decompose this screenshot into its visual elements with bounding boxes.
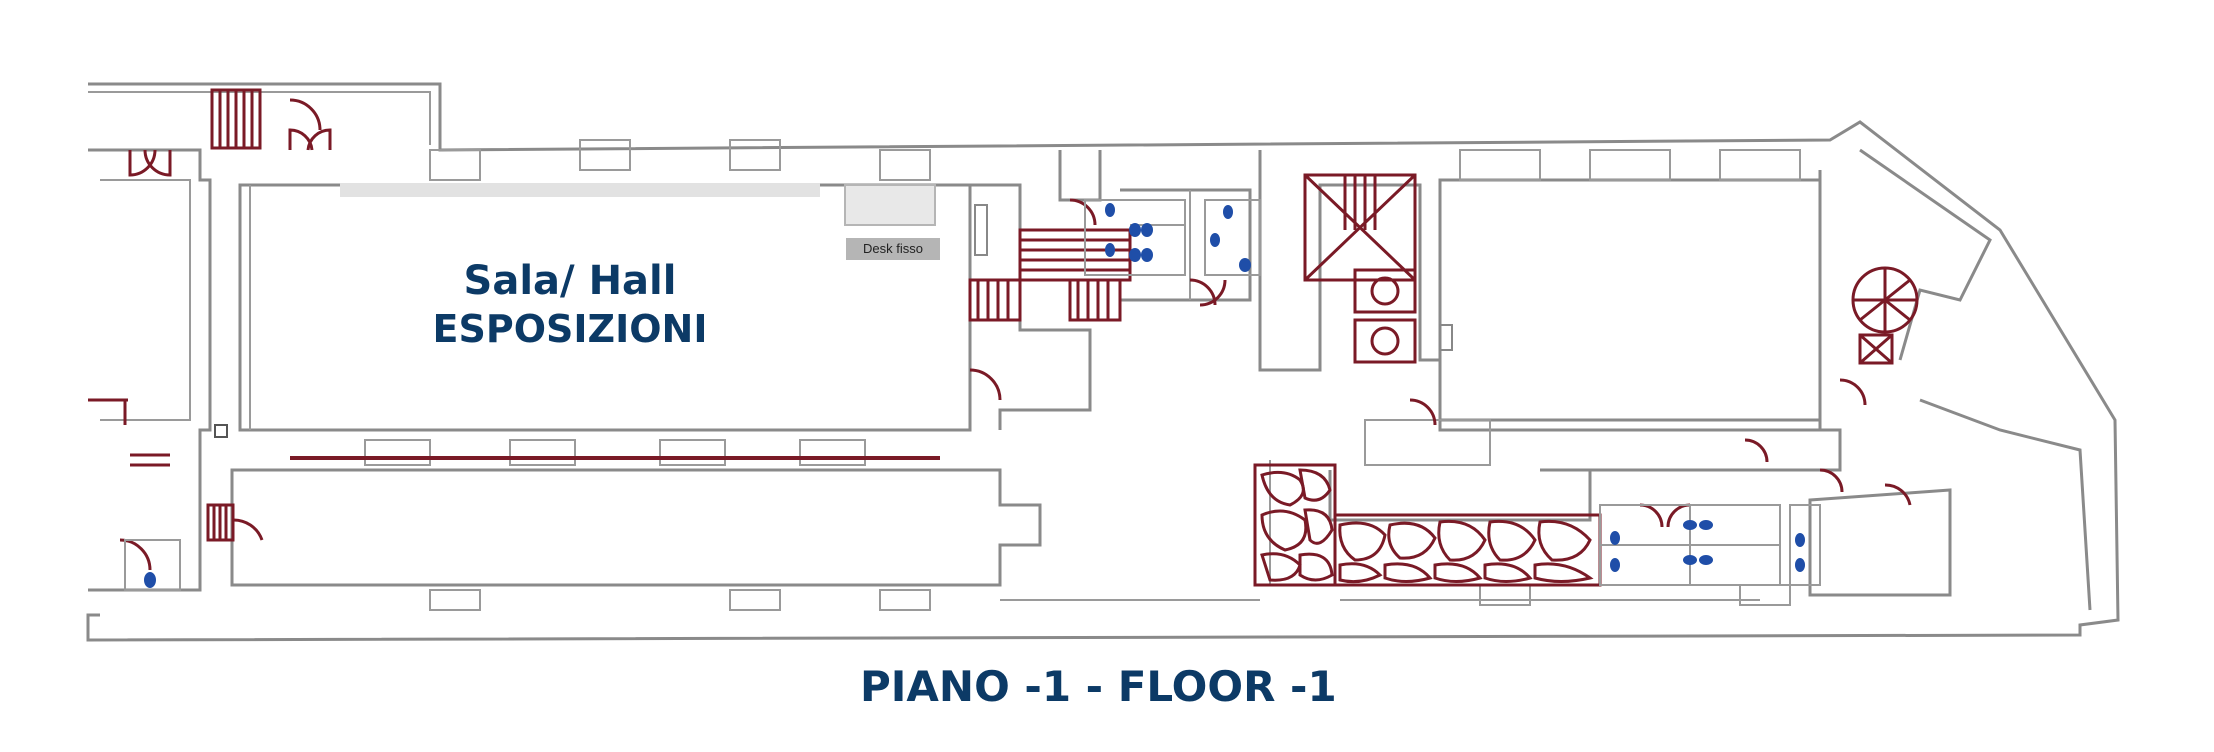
staircase-icon bbox=[1303, 173, 1417, 282]
window-bays bbox=[364, 139, 1801, 611]
wall-niche bbox=[974, 204, 988, 256]
hall-label-line1: Sala/ Hall bbox=[463, 258, 677, 304]
hall-label-line2: ESPOSIZIONI bbox=[432, 307, 708, 351]
staircase-icon bbox=[206, 503, 235, 542]
wc-icon bbox=[144, 203, 1805, 588]
desk-niche bbox=[844, 184, 936, 226]
corridor-strip bbox=[340, 183, 820, 197]
building-outline bbox=[86, 82, 2120, 642]
floor-label: PIANO -1 - FLOOR -1 bbox=[860, 662, 1337, 711]
small-square bbox=[214, 424, 228, 438]
wc-rooms bbox=[124, 199, 1821, 591]
elevator-icon bbox=[1353, 268, 1417, 364]
stone-area bbox=[1253, 463, 1602, 587]
staircase-icon bbox=[210, 88, 262, 150]
staircase-icon bbox=[968, 228, 1132, 322]
wall-niche bbox=[1439, 324, 1453, 351]
desk-label: Desk fisso bbox=[846, 238, 940, 260]
spiral-staircase-icon bbox=[1851, 266, 1919, 365]
door-icon bbox=[119, 98, 1912, 571]
